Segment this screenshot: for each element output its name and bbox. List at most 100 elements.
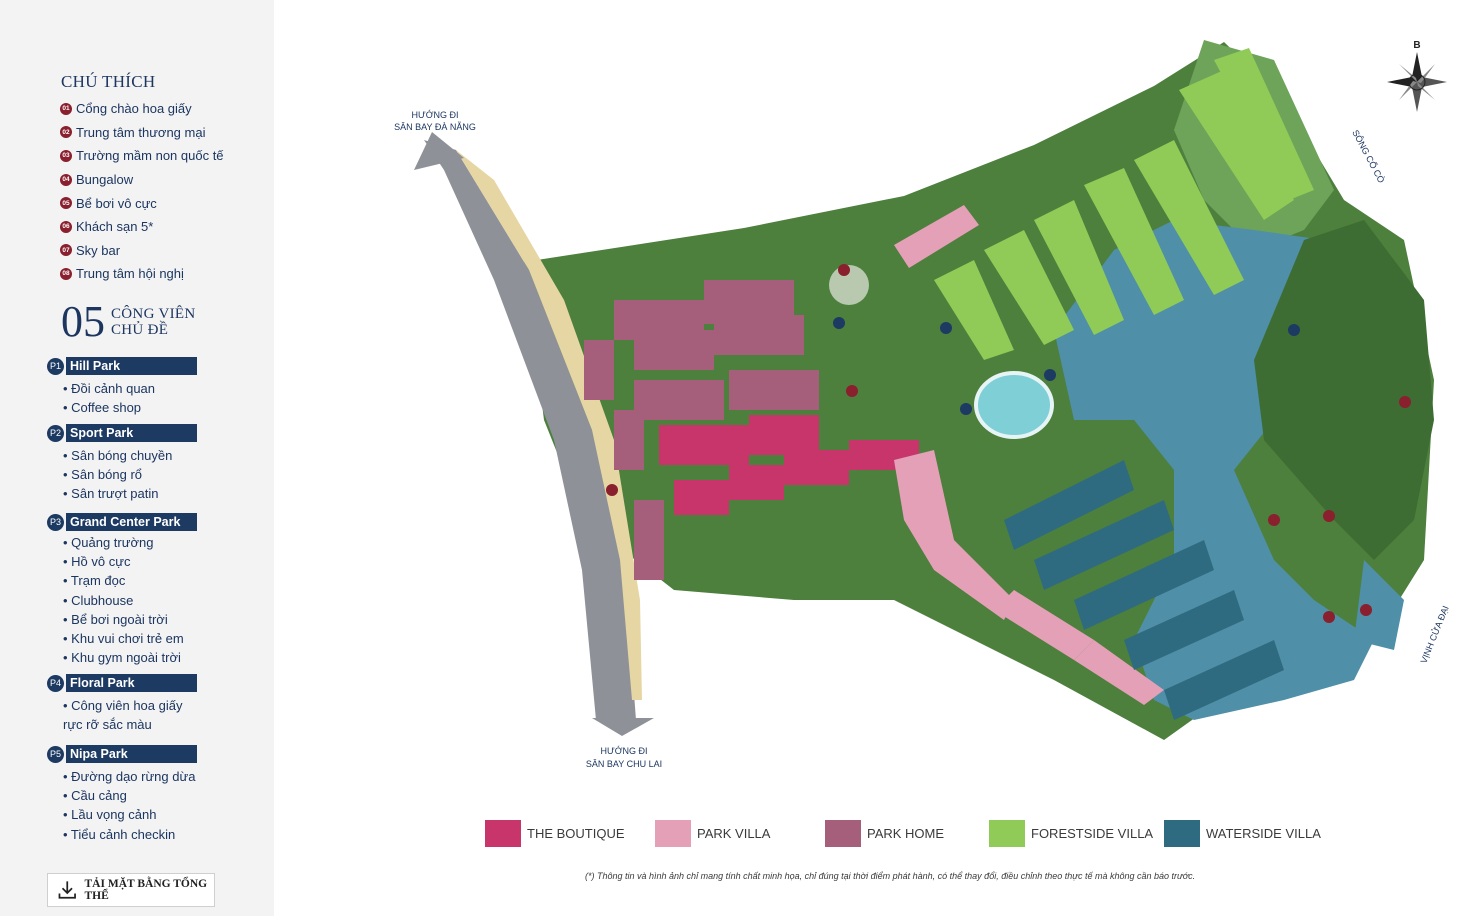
parks-heading: 05 CÔNG VIÊN CHỦ ĐỀ: [61, 300, 196, 344]
legend-item-label: Cổng chào hoa giấy: [76, 101, 192, 117]
lot-block: [584, 340, 614, 400]
lot-type-label: THE BOUTIQUE: [527, 826, 625, 841]
park-feature: • Công viên hoa giấy: [63, 698, 183, 713]
legend-item-label: Trung tâm thương mại: [76, 124, 206, 140]
lot-block: [614, 410, 644, 470]
marker-06-icon[interactable]: [1268, 514, 1280, 526]
marker-p2-icon[interactable]: [833, 317, 845, 329]
road-verge: [456, 150, 642, 700]
dir-top-line2: SÂN BAY ĐÀ NẴNG: [394, 121, 476, 132]
legend-item: 07 Sky bar: [60, 239, 224, 263]
legend-item-label: Bể bơi vô cực: [76, 195, 157, 211]
park-home-lots: [584, 280, 819, 580]
lot-block: [984, 230, 1074, 345]
lot-block: [729, 465, 784, 500]
legend-forestside-villa: FORESTSIDE VILLA: [989, 820, 1153, 847]
marker-p5-icon[interactable]: [1288, 324, 1300, 336]
disclaimer: (*) Thông tin và hình ảnh chỉ mang tính …: [585, 871, 1196, 881]
swatch-the-boutique: [485, 820, 521, 847]
lot-block: [749, 415, 819, 455]
park-feature: • Khu gym ngoài trời: [63, 650, 181, 666]
park-feature: • Sân bóng chuyền: [63, 448, 173, 463]
lot-type-label: FORESTSIDE VILLA: [1031, 826, 1154, 841]
map-markers: [606, 264, 1411, 623]
arrow-south-icon: [592, 718, 654, 736]
park-name: Grand Center Park: [66, 513, 197, 531]
legend-item-label: Trung tâm hội nghị: [76, 266, 184, 282]
marker-p1-icon[interactable]: [940, 322, 952, 334]
dir-top-line1: HƯỚNG ĐI: [412, 110, 459, 120]
number-badge-icon: 06: [60, 220, 72, 233]
park-code-icon: P2: [47, 424, 64, 442]
marker-03-icon[interactable]: [838, 264, 850, 276]
park-features: • Quảng trường • Hồ vô cực • Trạm đọc • …: [47, 533, 197, 667]
park-code-icon: P3: [47, 513, 64, 531]
lot-block: [674, 480, 729, 515]
marker-01-icon[interactable]: [606, 484, 618, 496]
parks-count: 05: [61, 297, 105, 346]
park-feature: rực rỡ sắc màu: [63, 717, 152, 733]
site-plan-svg[interactable]: B HƯỚNG ĐI SÂN BAY ĐÀ NẴNG HƯỚNG ĐI SÂN …: [274, 0, 1468, 916]
boutique-lots: [659, 415, 919, 515]
marker-04-icon[interactable]: [1399, 396, 1411, 408]
dir-bottom-line1: HƯỚNG ĐI: [601, 746, 648, 756]
arrow-north-icon: [414, 132, 464, 170]
download-icon: [58, 881, 76, 899]
legend-item-label: Sky bar: [76, 242, 121, 258]
legend-park-villa: PARK VILLA: [655, 820, 770, 847]
legend-park-home: PARK HOME: [825, 820, 944, 847]
park-feature: • Lầu vọng cảnh: [63, 807, 157, 823]
park-feature: • Tiểu cảnh checkin: [63, 826, 176, 842]
legend-item-label: Khách sạn 5*: [76, 219, 154, 235]
park-feature: • Đồi cảnh quan: [63, 381, 156, 396]
park-feature: • Cầu cảng: [63, 788, 127, 804]
park-feature: • Sân bóng rổ: [63, 467, 142, 483]
download-label: TẢI MẶT BẰNG TỔNG THỂ: [84, 878, 208, 902]
lot-block: [634, 330, 714, 370]
download-masterplan-button[interactable]: TẢI MẶT BẰNG TỔNG THỂ: [47, 873, 215, 907]
park-name: Floral Park: [66, 674, 197, 692]
number-badge-icon: 04: [60, 173, 72, 186]
park-feature: • Quảng trường: [63, 535, 154, 550]
parks-label-line1: CÔNG VIÊN: [111, 306, 196, 322]
forestside-villa-lots: [934, 48, 1314, 360]
park-villa-lots: [894, 205, 1164, 705]
park-feature: • Clubhouse: [63, 592, 134, 608]
park-features: • Đường dạo rừng dừa • Cầu cảng • Lầu vọ…: [47, 767, 197, 844]
number-badge-icon: 07: [60, 244, 72, 257]
marker-08-icon[interactable]: [1323, 510, 1335, 522]
park-feature: • Bể bơi ngoài trời: [63, 611, 168, 627]
swatch-forestside-villa: [989, 820, 1025, 847]
waterside-villa-lots: [1004, 460, 1284, 720]
number-badge-icon: 08: [60, 267, 72, 280]
marker-p3-icon[interactable]: [960, 403, 972, 415]
lot-block: [1124, 590, 1244, 670]
marker-05-icon[interactable]: [1360, 604, 1372, 616]
legend-waterside-villa: WATERSIDE VILLA: [1164, 820, 1321, 847]
parks-label-line2: CHỦ ĐỀ: [111, 322, 169, 338]
bay-label: VỊNH CỬA ĐẠI: [1418, 604, 1451, 665]
legend-title: CHÚ THÍCH: [61, 72, 156, 91]
lot-block: [729, 370, 819, 410]
river-label: SÔNG CỔ CÒ: [1350, 128, 1387, 185]
marker-p4-icon[interactable]: [1044, 369, 1056, 381]
lot-block: [894, 450, 1014, 620]
infinity-pool-dome[interactable]: [974, 371, 1054, 439]
park-name: Hill Park: [66, 357, 197, 375]
north-label: B: [1413, 40, 1420, 51]
park-features: • Sân bóng chuyền • Sân bóng rổ • Sân tr…: [47, 446, 197, 504]
marker-02-icon[interactable]: [846, 385, 858, 397]
park-feature: • Sân trượt patin: [63, 486, 159, 502]
marker-07-icon[interactable]: [1323, 611, 1335, 623]
